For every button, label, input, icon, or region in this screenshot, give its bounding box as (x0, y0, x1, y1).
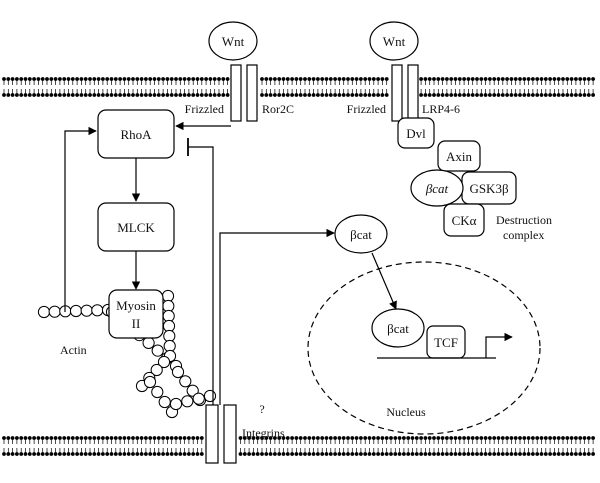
frizzled-ror2c-receptor (230, 64, 258, 122)
myosin-label-line1: Myosin (116, 298, 156, 313)
actin-bead (169, 397, 183, 411)
actin-bead (157, 355, 171, 369)
tcf-label: TCF (434, 335, 458, 350)
frizzled-left-label: Frizzled (185, 102, 224, 116)
transcription-start-arrow (485, 332, 513, 358)
dvl-node (397, 117, 435, 149)
bottom-cell-membrane (2, 436, 595, 456)
actin-bead (203, 389, 217, 403)
rhoa-label: RhoA (120, 127, 152, 142)
nucleus-boundary (307, 261, 541, 435)
actin-bead (171, 365, 185, 379)
wnt-left-label: Wnt (222, 34, 245, 49)
integrin-receptor (205, 404, 237, 464)
destruction-complex-label-line1: Destruction (496, 213, 552, 227)
actin-bead (192, 392, 205, 405)
arrow-integrin-to-bcat (219, 228, 335, 405)
actin-bead (179, 375, 192, 388)
mlck-label: MLCK (117, 220, 155, 235)
destruction-complex-label-line2: complex (503, 228, 544, 242)
gsk3b-label: GSK3β (469, 181, 509, 196)
dvl-label: Dvl (406, 126, 426, 141)
question-mark: ? (259, 402, 264, 416)
cka-label: CKα (452, 213, 477, 228)
actin-bead (151, 344, 164, 357)
cka-node (443, 203, 485, 237)
actin-bead (181, 395, 194, 408)
myosin-label-line2: II (132, 316, 141, 331)
actin-bead (69, 304, 83, 318)
axin-node (437, 140, 481, 172)
actin-bead (80, 304, 93, 317)
ror2c-label: Ror2C (262, 102, 294, 116)
arrow-actin-to-rhoa (64, 126, 97, 312)
myosin-node (108, 289, 164, 339)
actin-bead (142, 336, 155, 349)
actin-bead (37, 305, 51, 319)
lrp-label: LRP4-6 (422, 102, 460, 116)
nucleus-label: Nucleus (386, 405, 426, 419)
arrow-bcat-to-nucleus (371, 252, 397, 310)
bcat-destruction-label: βcat (425, 181, 449, 196)
frizzled-lrp-receptor (391, 64, 419, 122)
wnt-ligand-left (208, 21, 258, 61)
actin-bead (150, 363, 163, 377)
bcat-nucleus-node (371, 308, 425, 348)
top-cell-membrane (2, 77, 595, 97)
actin-bead (143, 375, 157, 389)
bcat-cytoplasm-label: βcat (350, 227, 372, 242)
wnt-right-label: Wnt (383, 34, 406, 49)
actin-bead (48, 305, 61, 318)
axin-label: Axin (446, 149, 473, 164)
wnt-ligand-right (369, 21, 419, 61)
integrins-label: Integrins (242, 426, 285, 440)
inhibition-integrin-to-rhoa (188, 146, 214, 405)
actin-bead (151, 385, 164, 399)
actin-label: Actin (60, 343, 87, 357)
actin-bead (186, 384, 199, 397)
bcat-destruction-node (410, 169, 464, 207)
frizzled-right-label: Frizzled (347, 102, 386, 116)
bcat-nucleus-label: βcat (387, 321, 409, 336)
actin-bead (91, 304, 104, 317)
bcat-cytoplasm-node (334, 214, 388, 254)
actin-bead (158, 395, 171, 409)
